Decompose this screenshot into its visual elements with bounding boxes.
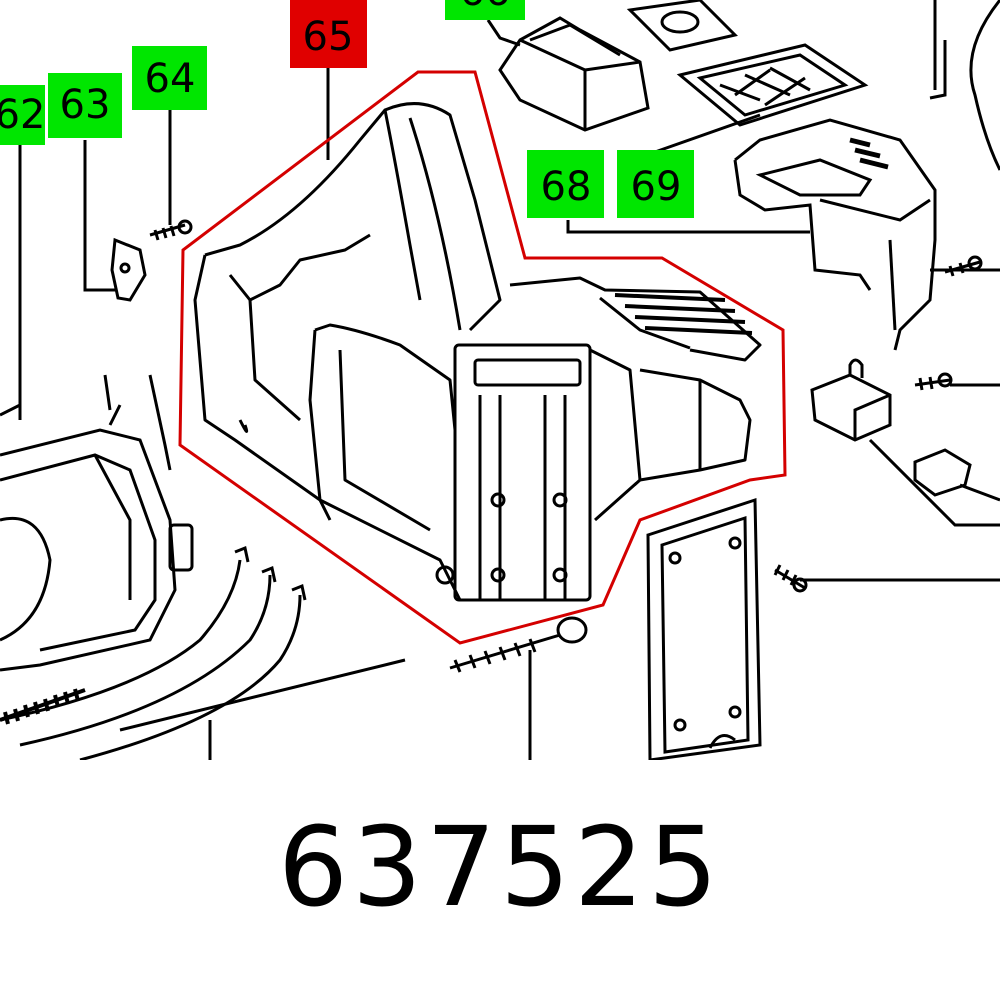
exploded-parts-diagram: 62 63 64 65 66 68 69 <box>0 0 1000 760</box>
leader-line-switch <box>868 438 1000 527</box>
small-cover-part <box>626 0 738 52</box>
spring-left <box>0 688 86 725</box>
housing-part-65 <box>178 70 787 645</box>
part-number: 637525 <box>278 803 722 931</box>
leader-line-68 <box>566 220 810 234</box>
clip-part-63 <box>110 237 147 302</box>
leader-lines <box>18 19 1000 760</box>
callout-label: 68 <box>541 164 592 210</box>
callout-label: 64 <box>145 56 196 102</box>
bracket-part <box>810 358 892 442</box>
leader-line-diagonal <box>119 658 406 732</box>
base-plate <box>646 497 762 760</box>
leader-line-69 <box>654 113 761 154</box>
callout-62[interactable]: 62 <box>0 85 45 145</box>
vent-ribs <box>614 293 753 335</box>
callout-label: 66 <box>460 0 511 15</box>
leader-line-66 <box>486 19 521 47</box>
right-edge-part <box>929 0 1000 171</box>
screw-long <box>449 616 588 673</box>
callout-68[interactable]: 68 <box>527 150 604 218</box>
callout-label: 69 <box>631 164 682 210</box>
callout-64[interactable]: 64 <box>132 46 207 110</box>
leader-line-63 <box>83 140 115 292</box>
screw-right-upper <box>914 372 953 391</box>
callout-66[interactable]: 66 <box>445 0 525 20</box>
callout-label: 62 <box>0 92 45 138</box>
rear-cover-part-68 <box>733 118 937 351</box>
callout-65[interactable]: 65 <box>290 0 367 68</box>
callout-63[interactable]: 63 <box>48 73 122 138</box>
screw-right <box>773 564 808 593</box>
callout-label: 63 <box>60 82 111 128</box>
callout-69[interactable]: 69 <box>617 150 694 218</box>
highlight-outline-65 <box>178 70 787 645</box>
screw-part-64 <box>149 219 193 241</box>
cap-part-66 <box>498 16 650 132</box>
motor-part-62 <box>0 374 194 672</box>
rear-cover-ribs <box>849 137 889 170</box>
plate-part-69 <box>676 43 869 127</box>
switch-part <box>913 448 1000 502</box>
screw-right-mid <box>944 255 983 277</box>
wires <box>0 545 307 760</box>
callout-label: 65 <box>303 14 354 60</box>
